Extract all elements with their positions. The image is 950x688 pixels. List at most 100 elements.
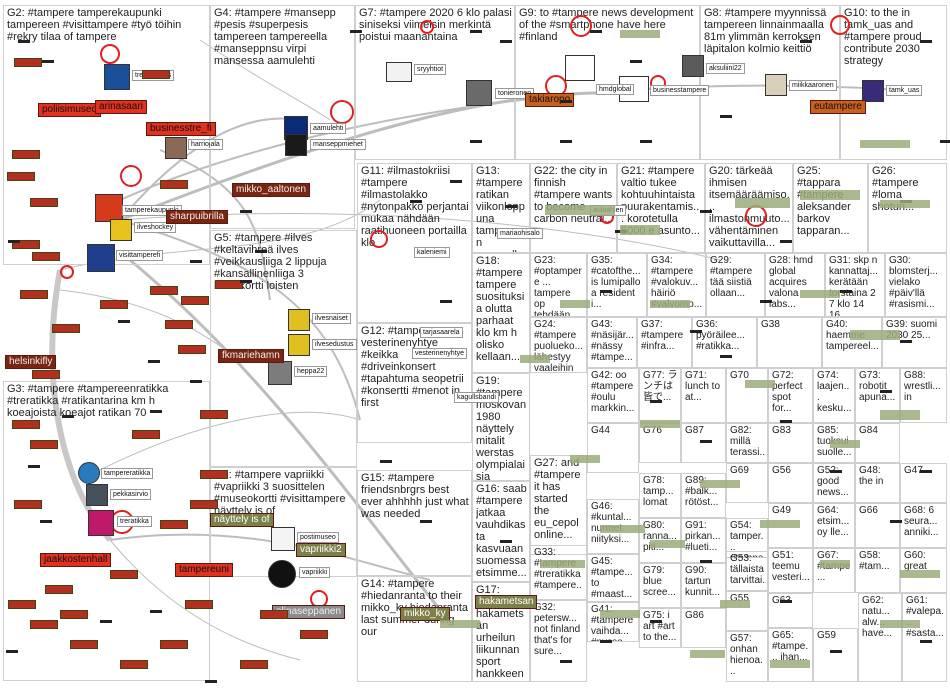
cluster-label-bar [735,198,790,208]
group-label: G8: #tampere myynnissä tampereen linnain… [704,7,830,55]
isolate-mark [440,300,452,303]
cluster-label-bar [540,560,585,568]
vertex-mark [142,70,170,79]
cluster-label-bar [800,190,860,200]
isolate-mark [800,40,812,43]
vertex-ring [830,15,850,35]
group-label: G25: #tappara #tampere aleksander barkov… [797,165,851,237]
vertex-mark [215,280,243,289]
isolate-mark [640,140,652,143]
isolate-mark [560,660,572,663]
group-label: G66 [859,505,878,516]
group-label: G88: wrestli... in [904,370,944,403]
group-label: G68: 6 seura... anniki... [904,505,941,538]
isolate-mark [150,410,162,413]
group-g45: G45: #tampe... to #maast... [587,554,639,602]
group-g32: G32: petersw... not finland that's for s… [530,600,587,682]
cluster-label-bar [880,620,920,628]
group-g83: G83 [768,423,813,463]
ilveshockey-logo [110,219,132,241]
group-label: G13: #tampere ratikan viikonloppuna tamp… [476,165,525,252]
group-g48: G48: the in [855,463,900,503]
group-g10: G10: to the in tamk_uas and #tampere pro… [840,5,947,160]
highlighted-vertex-label: fkmariehamn [218,349,284,363]
group-label: G52: good news... [817,465,849,498]
vertex-mark [240,660,268,669]
vertex-mark [60,610,88,619]
hmdglobal-logo [565,55,595,81]
group-g51: G51: teemu vesteri... [768,548,813,593]
isolate-mark [500,40,512,43]
highlighted-vertex-label: vapriikki2 [296,543,346,557]
group-label: G67: #tampe... [817,550,850,583]
ilvesnaiset-logo [288,309,310,331]
vertex-mark [8,600,36,609]
group-g38: G38 [757,317,822,368]
group-g23: G23: #optampere ... tampere op tehdään h… [530,253,587,317]
isolate-mark [780,240,792,243]
vertex-label: mariaohisalo [497,228,543,239]
group-label: G75: i art #art to the... [643,610,678,643]
highlighted-vertex-label: hakametsan [475,595,538,609]
vertex-ring [370,230,388,248]
group-g55: G55 [726,591,768,631]
group-g14: G14: #tampere #hiedanranta to their mikk… [357,576,472,682]
miikkaaronen-avatar [765,74,787,96]
group-label: G48: the in [859,465,884,487]
vapriikki-logo [268,560,296,588]
group-label: G18: #tampere tampere suosituksia olutta… [476,255,526,363]
aksuliini22-avatar [682,55,704,77]
group-label: G53: tällaista tarvittai... [730,553,765,590]
group-label: G70 [730,370,749,381]
vertex-mark [181,296,209,305]
group-g15: G15: #tampere friendsnbrgrs best ever ah… [357,470,472,576]
group-g31: G31: skp n kannattaj... kerätään torstai… [825,253,885,317]
vertex-mark [14,500,42,509]
cluster-label-bar [640,420,680,428]
group-label: G21: #tampere valtio tukee kohtuuhintais… [621,165,700,237]
group-label: G14: #tampere #hiedanranta to their mikk… [361,578,468,638]
highlighted-vertex-label: mikko_ky [400,607,450,621]
group-g72: G72: perfect spot for... [768,368,813,423]
isolate-mark [940,140,950,143]
group-g79: G79: blue scree... [639,563,681,608]
group-label: G54: tamper... #tamper... [730,520,764,557]
cluster-label-bar [600,610,640,618]
edge-bundle [109,539,301,661]
group-g44: G44 [587,423,639,473]
group-g91: G91: pirkan... #lueti... [681,518,726,563]
group-g90: G90: tartun kunnit... [681,563,726,608]
vertex-mark [110,570,138,579]
isolate-mark [240,210,252,213]
cluster-label-bar [745,380,775,388]
isolate-mark [470,30,482,33]
isolate-mark [720,355,732,358]
group-g86: G86 [681,608,726,648]
group-g67: G67: #tampe... [813,548,855,593]
isolate-mark [380,460,392,463]
group-g30: G30: blomsterj... vielako #päiv'llä #ras… [885,253,947,317]
isolate-mark [920,40,932,43]
vertex-label: ilveshockey [134,222,177,233]
vertex-mark [132,430,160,439]
group-g27: G27: and #tampere it has started the eu_… [530,455,587,555]
group-g26: G26: #tampere #loma shoturi... [868,163,947,253]
group-label: G19: #tampere moskovan 1980 näyttely mit… [476,375,527,480]
isolate-mark [150,610,162,613]
isolate-mark [118,320,130,323]
cluster-label-bar [700,480,740,488]
vertex-ring [120,165,142,187]
group-label: G44 [591,425,610,436]
group-label: G61: #valepa... #sasta... [906,595,944,639]
group-label: G28: hmd global acquires valona labs... [769,255,813,310]
group-label: G77: ラ ンチは 皆で... [643,370,678,403]
isolate-mark [920,470,932,473]
highlighted-vertex-label: jaakkostenhall [40,553,112,567]
group-g42: G42: oo #tampere #oulu markkin... [587,368,639,423]
group-g16: G16: saab #tampere jatkaa vauhdikasta ka… [472,481,530,582]
cluster-label-bar [900,570,940,578]
group-label: G2: #tampere tamperekaupunki tampereen #… [7,7,185,43]
cluster-label-bar [800,290,840,298]
vertex-label: manseppmiehet [310,139,366,150]
